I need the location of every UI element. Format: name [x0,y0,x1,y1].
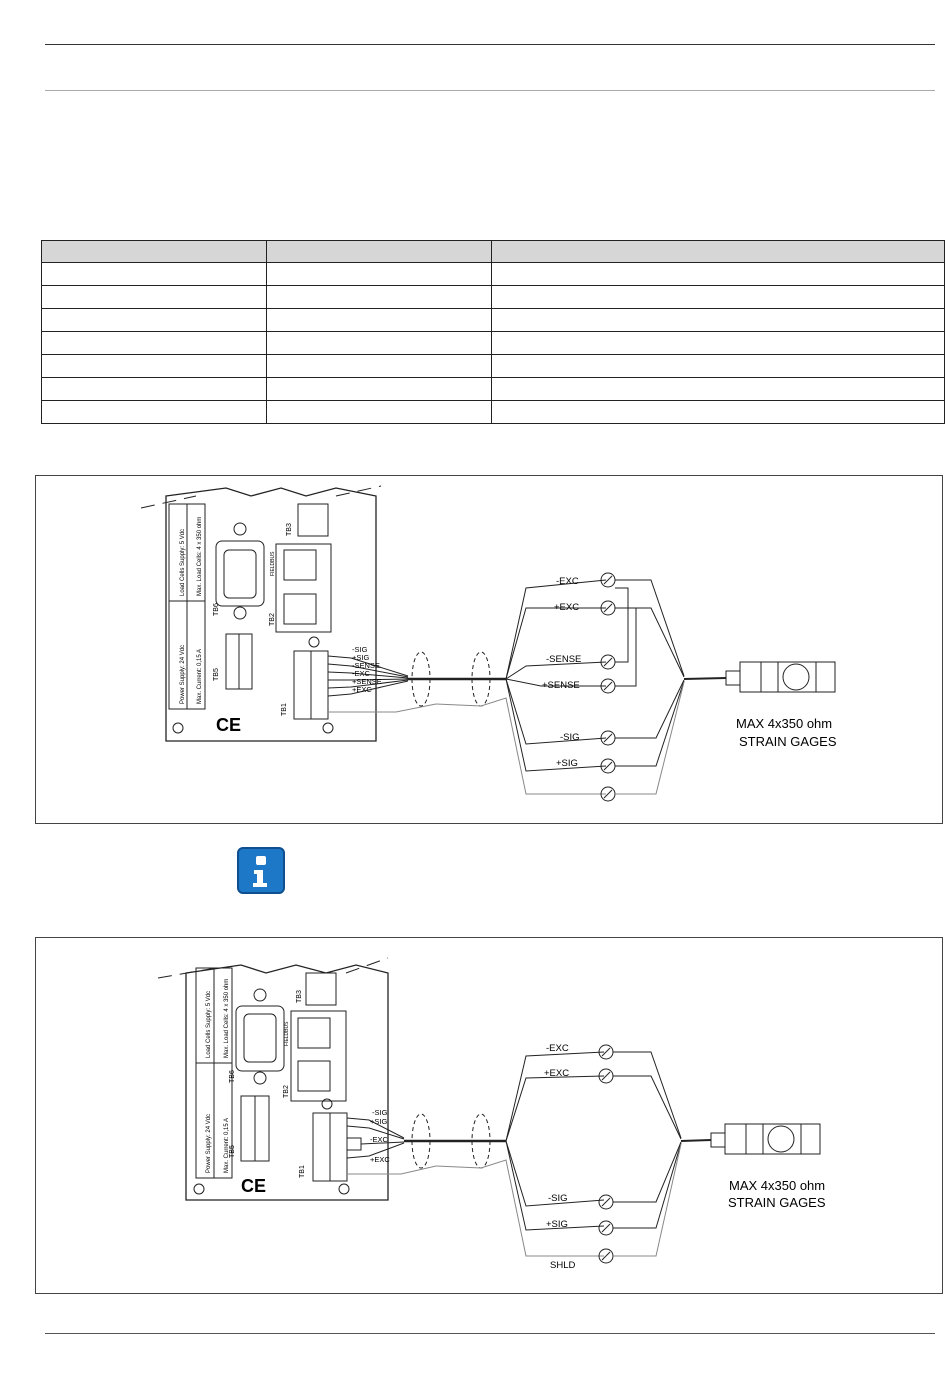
table-cell [266,285,492,309]
terminal-label: +SIG [546,1219,568,1230]
wire-label: +EXC [352,685,372,694]
terminal-label: -SIG [548,1193,568,1204]
load-cell-label-2: STRAIN GAGES [739,734,837,749]
lc-supply-text: Load Cells Supply: 5 Vdc [206,991,212,1058]
table-cell [491,331,945,355]
table-cell [491,377,945,401]
header-subrule [45,90,935,91]
ce-mark: CE [216,715,241,735]
tb6-label: TB6 [213,603,220,616]
table-header [41,240,267,263]
terminal-label: +SIG [556,758,578,769]
table-cell [491,354,945,378]
table-header [491,240,945,263]
terminal-labels: -EXC +EXC -SENSE +SENSE -SIG +SIG [542,576,581,769]
info-icon [237,847,285,894]
load-cell-label-1: MAX 4x350 ohm [736,716,832,731]
table-cell [41,377,267,401]
wire-label: +SIG [370,1117,387,1126]
fieldbus-label: FIELDBUS [284,1021,290,1046]
table-row [41,354,945,378]
terminal-label: -EXC [546,1043,569,1054]
power-supply-text: Power Supply: 24 Vdc [206,1114,212,1173]
wire-label: -EXC [352,669,371,678]
table-cell [266,377,492,401]
wire-label: -EXC [370,1135,389,1144]
fieldbus-label: FIELDBUS [270,551,276,576]
max-current-text: Max. Current: 0,15 A [197,649,203,704]
tb3-label: TB3 [296,990,303,1003]
wire-labels: -SIG +SIG -SENSE -EXC +SENSE +EXC [352,645,382,694]
table-cell [266,354,492,378]
wire-label: -SENSE [352,661,380,670]
six-wire-diagram: Load Cells Supply: 5 Vdc Max. Load Cells… [35,475,943,824]
tb3-label: TB3 [286,523,293,536]
wire-label: -SIG [352,645,368,654]
tb1-label: TB1 [299,1165,306,1178]
table-cell [41,331,267,355]
table-header-row [41,240,945,263]
table-cell [41,354,267,378]
terminal-label: -EXC [556,576,579,587]
terminal-label: +EXC [544,1068,569,1079]
wire-label: -SIG [372,1108,388,1117]
table-row [41,285,945,309]
tb5-label: TB5 [229,1145,236,1158]
terminal-screws [598,1044,614,1264]
four-wire-diagram: Load Cells Supply: 5 Vdc Max. Load Cells… [35,937,943,1294]
table-cell [266,308,492,332]
tb2-label: TB2 [283,1085,290,1098]
tb6-label: TB6 [229,1070,236,1083]
table-cell [491,285,945,309]
table-cell [41,285,267,309]
max-current-text: Max. Current: 0,15 A [224,1118,230,1173]
terminal-label: +EXC [554,602,579,613]
terminal-label: -SIG [560,732,580,743]
panel-outline [165,487,377,742]
tb2-label: TB2 [269,613,276,626]
terminal-label: +SENSE [542,680,580,691]
table-cell [491,400,945,424]
table-row [41,400,945,424]
table-row [41,377,945,401]
table-row [41,308,945,332]
max-lc-text: Max. Load Cells: 4 x 350 ohm [224,979,230,1058]
table-row [41,331,945,355]
ce-mark: CE [241,1176,266,1196]
terminal-screws [600,572,616,802]
header-rule [45,44,935,45]
footer-rule [45,1333,935,1334]
table-cell [266,262,492,286]
terminal-label: SHLD [550,1260,575,1271]
wire-label: +EXC [370,1155,390,1164]
table-cell [266,400,492,424]
table-cell [41,400,267,424]
wire-labels: -SIG +SIG -EXC +EXC [370,1108,390,1164]
load-cell-label-1: MAX 4x350 ohm [729,1178,825,1193]
lc-supply-text: Load Cells Supply: 5 Vdc [180,529,186,596]
table-cell [491,262,945,286]
spec-table [41,240,945,424]
table-cell [41,308,267,332]
load-cell-label-2: STRAIN GAGES [728,1195,826,1210]
table-header [266,240,492,263]
table-cell [491,308,945,332]
tb5-label: TB5 [213,668,220,681]
tb1-label: TB1 [281,703,288,716]
table-cell [41,262,267,286]
max-lc-text: Max. Load Cells: 4 x 350 ohm [197,517,203,596]
panel-outline [185,964,389,1201]
terminal-labels: -EXC +EXC -SIG +SIG SHLD [544,1043,575,1271]
table-cell [266,331,492,355]
wire-label: +SENSE [352,677,382,686]
wire-label: +SIG [352,653,369,662]
terminal-label: -SENSE [546,654,581,665]
power-supply-text: Power Supply: 24 Vdc [180,645,186,704]
table-row [41,262,945,286]
